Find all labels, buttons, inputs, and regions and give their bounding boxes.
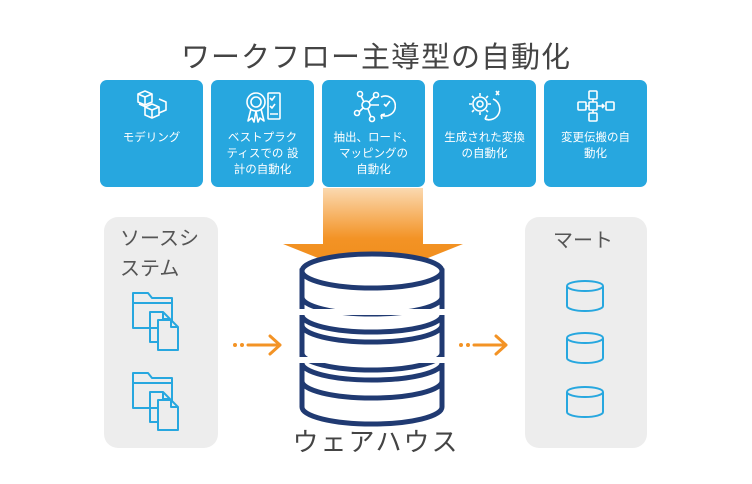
cubes-icon bbox=[100, 87, 203, 127]
warehouse-label: ウェアハウス bbox=[292, 428, 460, 458]
card-transformations: 生成された変換 の自動化 bbox=[433, 80, 536, 187]
card-best-practices: ベストプラク ティスでの 設 計の自動化 bbox=[211, 80, 314, 187]
page-title: ワークフロー主導型の自動化 bbox=[180, 40, 571, 74]
award-checklist-icon bbox=[211, 87, 314, 127]
database-gap-overlay bbox=[296, 309, 448, 407]
card-modeling: モデリング bbox=[100, 80, 203, 187]
card-label: 抽出、ロード、 マッピングの 自動化 bbox=[333, 130, 414, 176]
database-icon bbox=[566, 280, 604, 312]
flow-icon bbox=[544, 87, 647, 127]
card-label: ベストプラク ティスでの 設 計の自動化 bbox=[226, 130, 299, 176]
card-label: 生成された変換 の自動化 bbox=[444, 130, 525, 160]
network-cycle-icon bbox=[322, 87, 425, 127]
mart-label: マート bbox=[553, 228, 613, 252]
flow-arrow-right bbox=[233, 334, 282, 356]
card-label: モデリング bbox=[122, 130, 181, 144]
card-label: 変更伝搬の自 動化 bbox=[561, 130, 630, 160]
database-icon bbox=[566, 332, 604, 364]
card-elt-mapping: 抽出、ロード、 マッピングの 自動化 bbox=[322, 80, 425, 187]
source-systems-panel: ソースシ ステム bbox=[104, 217, 218, 448]
database-icon bbox=[566, 386, 604, 418]
card-change-propagation: 変更伝搬の自 動化 bbox=[544, 80, 647, 187]
automation-cards: モデリング ベストプラク ティスでの 設 計の自動化 抽出、ロード、 マッピング… bbox=[100, 80, 650, 188]
source-systems-label: ソースシ ステム bbox=[120, 226, 199, 280]
folder-documents-icon bbox=[132, 372, 179, 431]
folder-documents-icon bbox=[132, 292, 179, 351]
flow-arrow-right bbox=[459, 334, 508, 356]
gear-cycle-icon bbox=[433, 87, 536, 127]
mart-panel: マート bbox=[525, 217, 647, 448]
